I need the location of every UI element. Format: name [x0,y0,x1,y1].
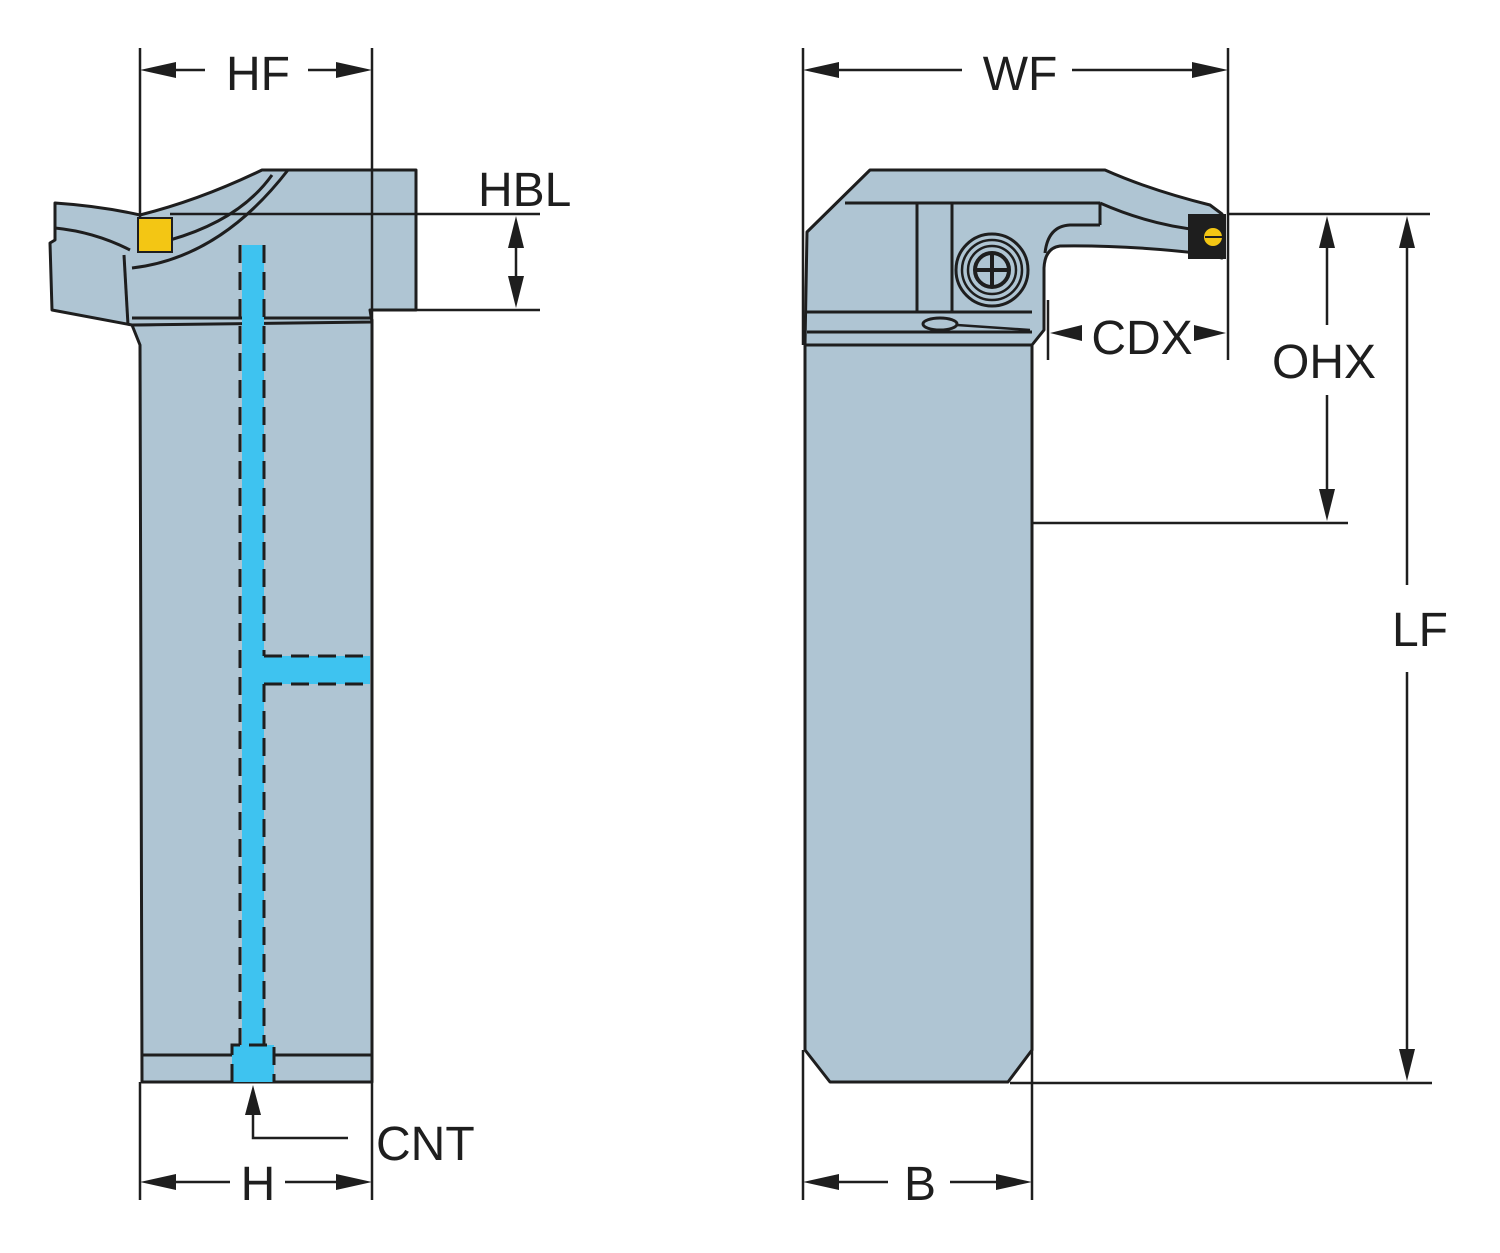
b-arrow-right [996,1174,1032,1190]
coolant-channel-vertical [242,245,264,1050]
b-arrow-left [803,1174,839,1190]
h-arrow-right [336,1174,372,1190]
cnt-arrow [245,1085,261,1115]
coolant-outlet [232,1045,274,1082]
lf-arrow-top [1399,216,1415,248]
clamp-screw-icon [954,232,1030,308]
blade-neck [1043,223,1100,254]
front-shank [803,343,1034,1084]
coolant-outlet-dash [230,1043,276,1082]
blade-curve-inner [131,169,290,270]
h-arrow-left [140,1174,176,1190]
wf-arrow-right [1192,62,1228,78]
blade-curve-outer [54,226,131,252]
label-cdx: CDX [1091,312,1192,365]
label-ohx: OHX [1272,336,1376,389]
label-hf: HF [226,48,290,101]
blade-seam [122,254,130,326]
cdx-arrow-left [1050,325,1082,341]
coolant-hole-line [956,323,1031,332]
label-wf: WF [983,48,1058,101]
side-head [48,168,418,327]
side-insert [137,217,173,253]
coolant-hole [921,316,959,332]
lf-arrow-bottom [1399,1049,1415,1081]
label-cnt: CNT [376,1118,475,1171]
ohx-arrow-bottom [1319,489,1335,521]
label-b: B [904,1158,936,1211]
wf-arrow-left [803,62,839,78]
front-view: WF CDX OHX LF B [801,48,1448,1211]
side-view: HF HBL CNT H [48,48,571,1211]
coolant-channel-horizontal [264,656,370,684]
hf-arrow-left [140,62,176,78]
label-lf: LF [1392,604,1448,657]
label-h: H [241,1158,276,1211]
label-hbl: HBL [478,164,571,217]
cdx-arrow-right [1194,325,1226,341]
ohx-arrow-top [1319,216,1335,248]
hbl-arrow-bottom [508,276,524,308]
cnt-leader [251,1110,348,1140]
hf-arrow-right [336,62,372,78]
hbl-arrow-top [508,216,524,248]
